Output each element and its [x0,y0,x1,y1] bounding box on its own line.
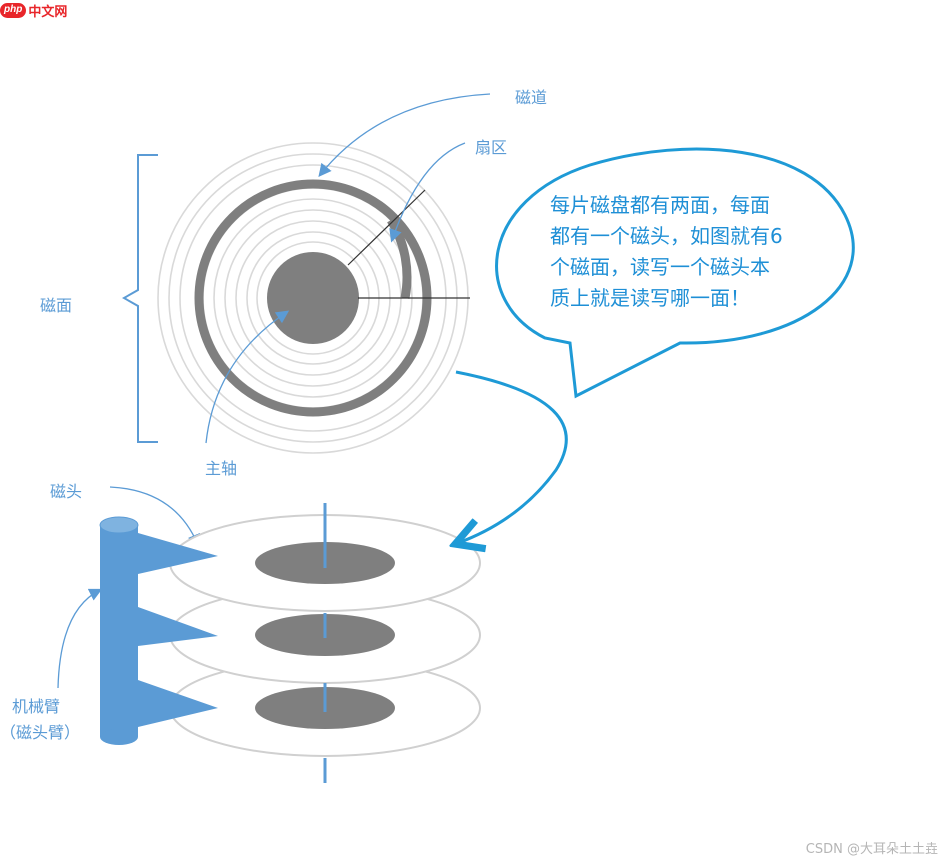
surface-brace [121,154,158,443]
label-spindle: 主轴 [205,459,238,478]
logo-php-badge: php [0,2,27,18]
callout-arrow [456,370,568,543]
sector-arrow [389,142,466,243]
head-2 [138,607,218,646]
site-logo[interactable]: php 中文网 [0,0,67,20]
platter-stack [169,503,481,783]
logo-site-name: 中文网 [28,4,68,20]
spindle-arrow [205,310,290,444]
watermark: CSDN @大耳朵土土垚 [805,842,938,857]
spindle-hub [267,252,359,344]
sector-line-1 [347,189,426,266]
label-surface: 磁面 [40,296,73,315]
arm-arrow [57,588,103,689]
head-1 [138,533,218,574]
track-arrow [318,93,491,178]
actuator-arm [99,516,218,745]
label-arm-sub: （磁头臂） [0,723,81,742]
head-arrow [109,486,200,548]
label-track: 磁道 [515,88,548,107]
callout-bubble [495,147,855,399]
label-arm: 机械臂 [12,697,61,716]
label-head: 磁头 [50,482,83,501]
head-3 [138,680,218,727]
callout-text: 每片磁盘都有两面，每面 都有一个磁头，如图就有6 个磁面，读写一个磁头本 质上就… [550,193,783,310]
sector-arc [387,217,412,299]
label-sector: 扇区 [475,138,508,157]
